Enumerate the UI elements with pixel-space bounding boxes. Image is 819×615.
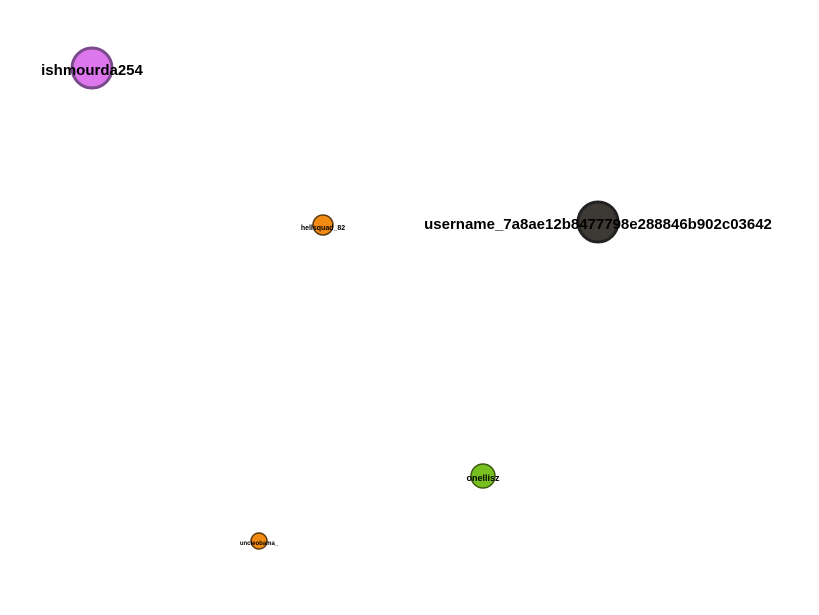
- node-label: uncleobama_: [240, 541, 279, 547]
- node-label: ishmourda254: [41, 62, 143, 79]
- node-ishmourda254[interactable]: ishmourda254: [41, 46, 144, 90]
- node-uncleobama[interactable]: uncleobama_: [240, 532, 279, 550]
- node-circle[interactable]: [250, 532, 268, 550]
- node-hellsquad-82[interactable]: hellsquad_82: [301, 214, 345, 236]
- node-circle[interactable]: [312, 214, 334, 236]
- node-circle[interactable]: [70, 46, 114, 90]
- node-label: username_7a8ae12b8477798e288846b902c0364…: [424, 216, 772, 233]
- node-circle[interactable]: [470, 463, 496, 489]
- node-label: onellisz: [466, 473, 500, 483]
- node-onellisz[interactable]: onellisz: [466, 463, 500, 489]
- node-circle[interactable]: [576, 200, 620, 244]
- node-label: hellsquad_82: [301, 225, 345, 232]
- node-username-7a8ae12b[interactable]: username_7a8ae12b8477798e288846b902c0364…: [424, 200, 772, 244]
